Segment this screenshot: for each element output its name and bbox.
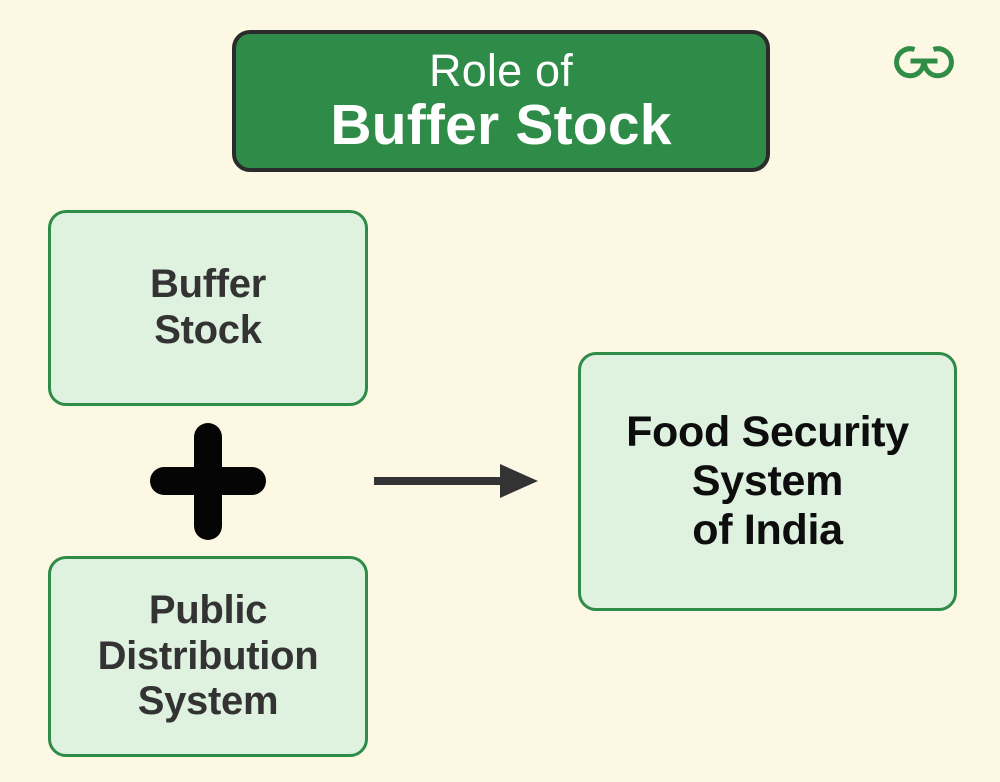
text-line: System bbox=[137, 679, 279, 724]
concept-box-buffer-stock-label: Buffer Stock bbox=[150, 262, 266, 353]
concept-box-public-distribution-system-label: Public Distribution System bbox=[98, 588, 319, 725]
text-line: Food Security bbox=[626, 407, 909, 456]
concept-box-food-security-system-label: Food Security System of India bbox=[626, 408, 909, 555]
concept-box-public-distribution-system: Public Distribution System bbox=[48, 556, 368, 757]
text-line: System bbox=[691, 456, 844, 505]
text-line: of India bbox=[692, 506, 843, 554]
title-line-secondary: Buffer Stock bbox=[330, 93, 672, 157]
concept-box-buffer-stock: Buffer Stock bbox=[48, 210, 368, 406]
text-line: Distribution bbox=[97, 633, 319, 678]
plus-icon bbox=[150, 423, 266, 540]
text-line: Public bbox=[148, 588, 268, 633]
plus-horizontal-bar bbox=[150, 467, 266, 495]
arrow-right-icon bbox=[372, 460, 542, 502]
text-line: Stock bbox=[154, 308, 262, 352]
text-line: Buffer bbox=[150, 262, 266, 307]
title-line-primary: Role of bbox=[429, 45, 573, 96]
title-banner: Role of Buffer Stock bbox=[232, 30, 770, 172]
concept-box-food-security-system: Food Security System of India bbox=[578, 352, 957, 611]
geeksforgeeks-logo-icon bbox=[890, 41, 958, 81]
